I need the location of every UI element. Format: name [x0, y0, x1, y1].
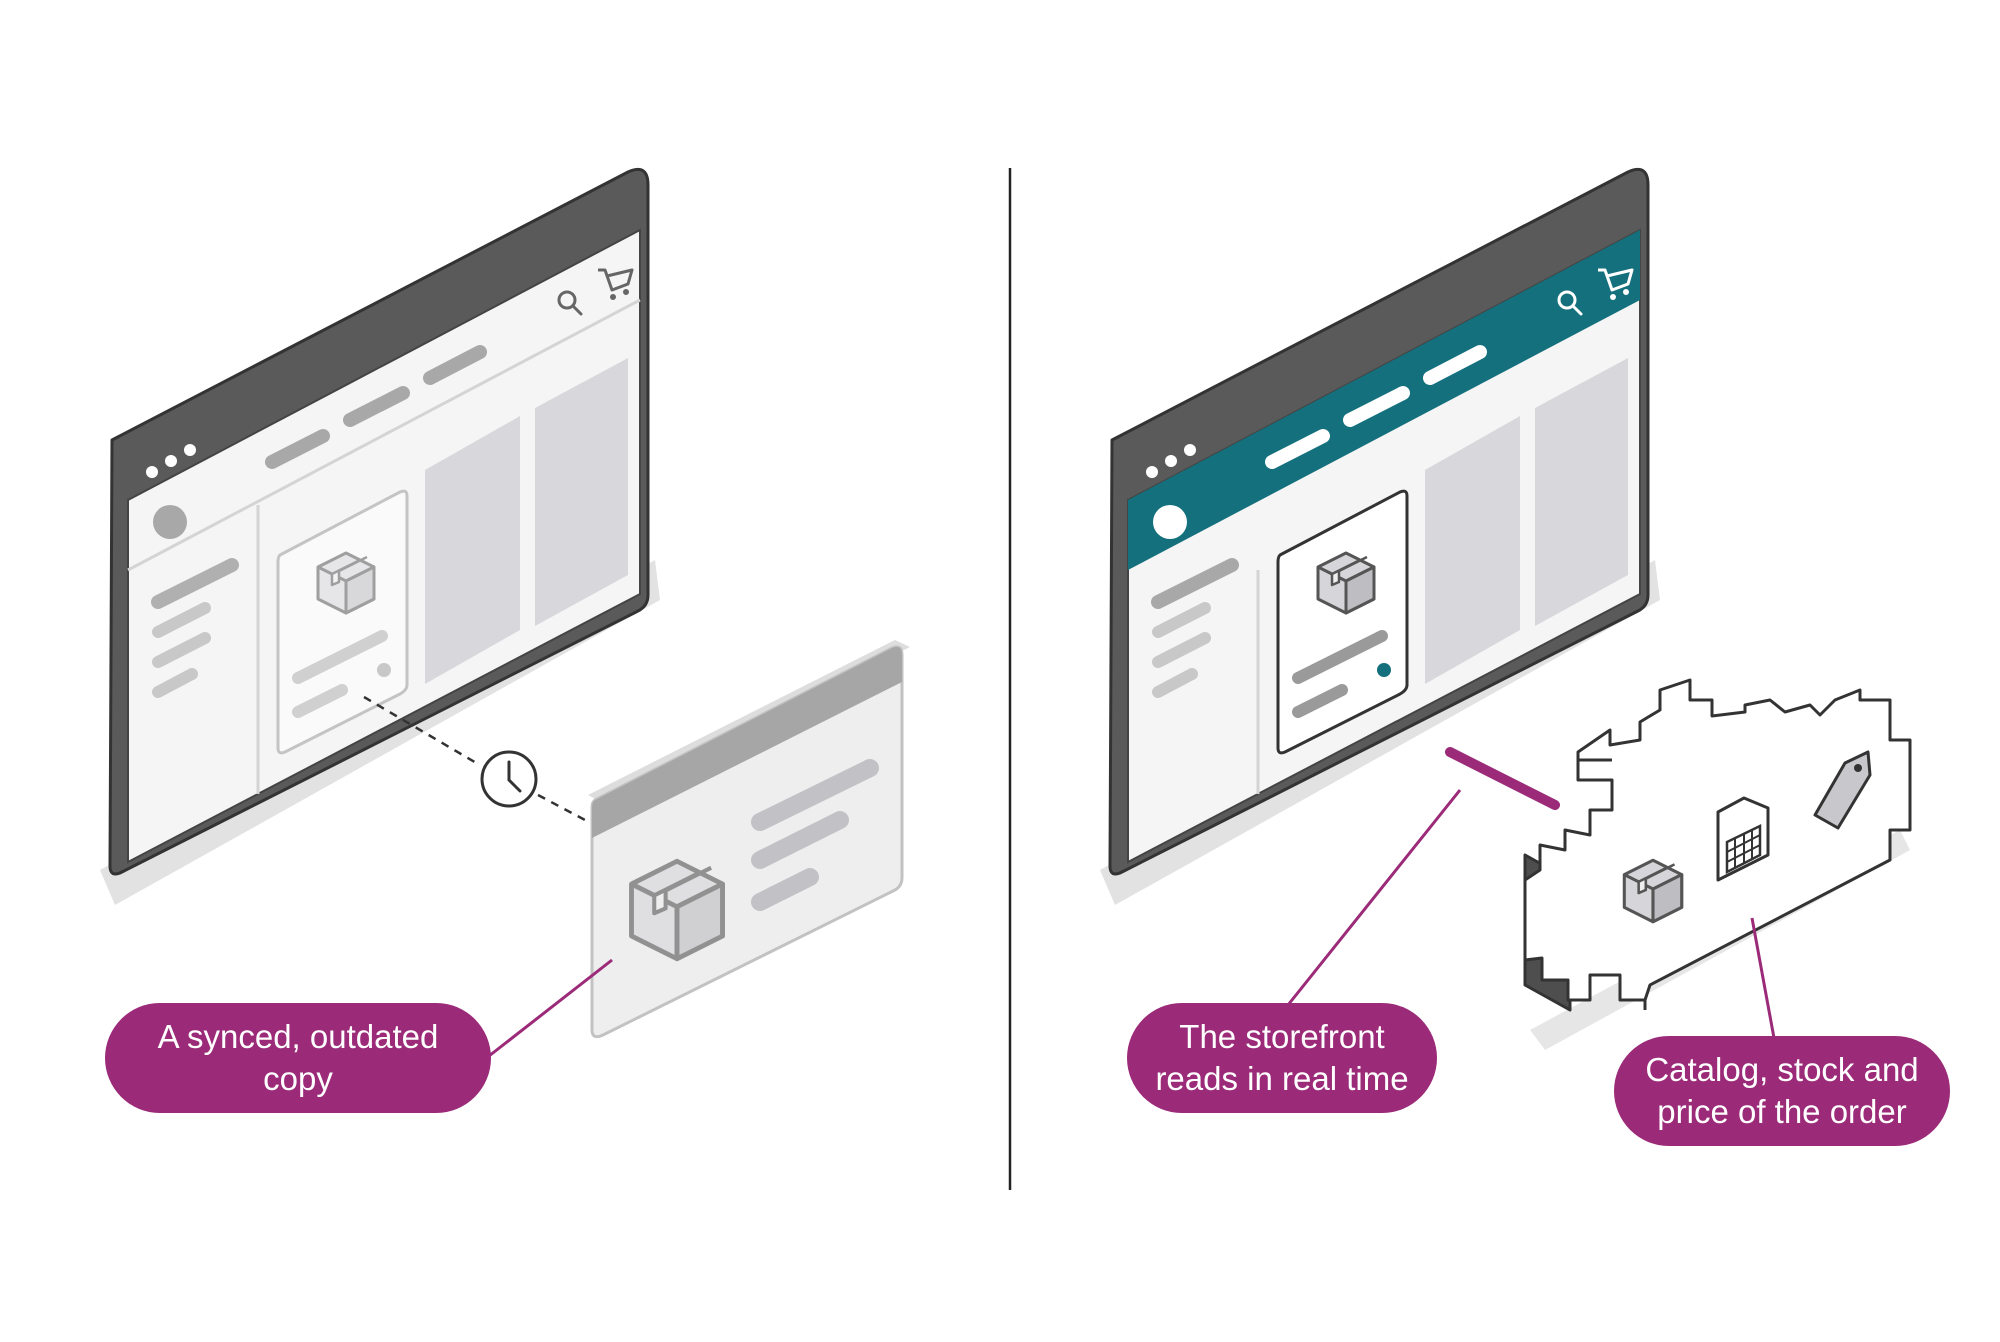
nav-item — [423, 345, 487, 385]
cart-icon — [598, 268, 634, 300]
box-icon — [632, 861, 723, 959]
product-column-placeholder — [535, 358, 628, 626]
right-scene — [1100, 167, 1912, 1050]
callout-catalog: Catalog, stock and price of the order — [1614, 1036, 1950, 1146]
callout-leader — [1286, 789, 1462, 1006]
outdated-copy-card — [588, 640, 910, 1039]
callout-text-line: price of the order — [1657, 1093, 1907, 1130]
window-dot — [184, 444, 196, 456]
callout-text-line: copy — [263, 1060, 333, 1097]
avatar — [153, 505, 187, 539]
sync-dashed-line — [363, 695, 479, 766]
window-dot — [1146, 466, 1158, 478]
realtime-connector — [1445, 747, 1560, 810]
box-icon — [316, 551, 376, 615]
callout-leader — [488, 958, 613, 1058]
window-dot — [165, 455, 177, 467]
warehouse-icon — [1716, 796, 1770, 882]
callout-text-line: A synced, outdated — [157, 1018, 439, 1055]
search-icon — [1557, 290, 1583, 316]
cart-icon — [1598, 268, 1634, 300]
avatar — [1153, 505, 1187, 539]
callout-leader — [1750, 917, 1776, 1039]
product-column-placeholder — [1535, 358, 1628, 626]
nav-item — [1265, 429, 1330, 469]
product-column-placeholder — [425, 416, 520, 684]
nav-item — [343, 386, 410, 427]
search-icon — [557, 290, 583, 316]
nav-item — [1423, 345, 1487, 385]
product-card — [1276, 489, 1409, 755]
sync-dashed-line — [537, 793, 586, 822]
nav-item — [1343, 386, 1410, 427]
left-scene — [100, 167, 910, 1058]
callout-text-line: The storefront — [1179, 1018, 1385, 1055]
clock-icon — [480, 750, 538, 808]
box-icon — [1622, 858, 1684, 924]
nav-item — [265, 429, 330, 469]
browser-window-left — [108, 167, 650, 876]
window-dot — [1165, 455, 1177, 467]
callout-synced-copy: A synced, outdated copy — [105, 1003, 491, 1113]
engine-block — [1523, 678, 1912, 1050]
price-tag-icon — [1813, 750, 1872, 830]
browser-window-right — [1108, 167, 1650, 876]
box-icon — [1316, 551, 1376, 615]
product-card — [276, 489, 409, 755]
window-dot — [1184, 444, 1196, 456]
callout-text-line: reads in real time — [1155, 1060, 1409, 1097]
window-dot — [146, 466, 158, 478]
product-column-placeholder — [1425, 416, 1520, 684]
callout-text-line: Catalog, stock and — [1645, 1051, 1919, 1088]
callout-storefront: The storefront reads in real time — [1127, 1003, 1437, 1113]
